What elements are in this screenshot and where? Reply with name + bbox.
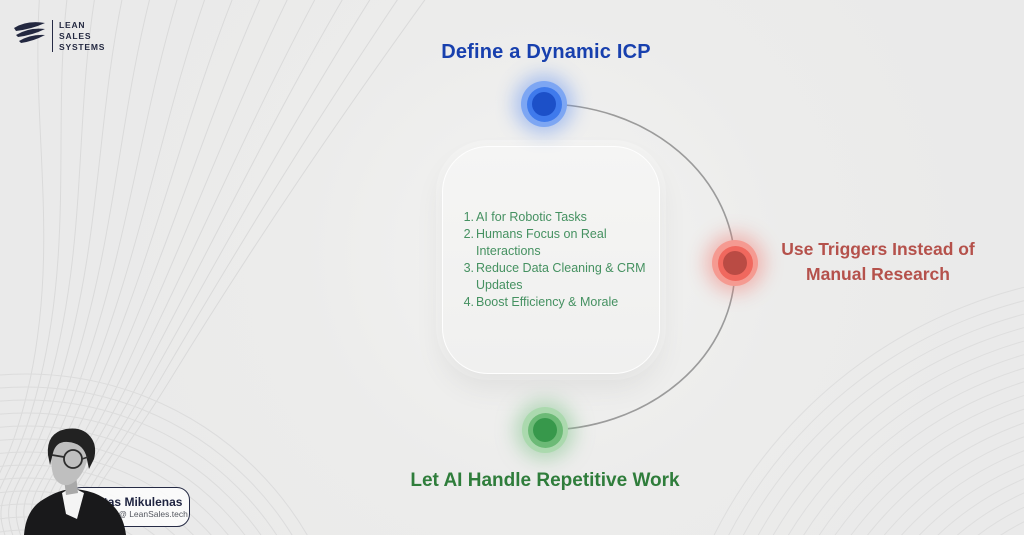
benefits-list: 1.AI for Robotic Tasks 2.Humans Focus on… — [443, 147, 659, 311]
logo-divider — [52, 20, 53, 52]
brand-line: SALES — [59, 31, 92, 41]
list-item: 3.Reduce Data Cleaning & CRM Updates — [459, 260, 649, 294]
list-item: 2.Humans Focus on Real Interactions — [459, 226, 649, 260]
list-item: 1.AI for Robotic Tasks — [459, 209, 649, 226]
list-item-text: Humans Focus on Real Interactions — [476, 227, 607, 258]
node-icp — [521, 81, 567, 127]
list-item-text: AI for Robotic Tasks — [476, 210, 587, 224]
node-triggers — [712, 240, 758, 286]
node-ai-core — [533, 418, 557, 442]
list-item-text: Reduce Data Cleaning & CRM Updates — [476, 261, 646, 292]
node-triggers-ring — [717, 245, 753, 281]
brand-text: LEAN SALES SYSTEMS — [59, 20, 105, 52]
list-item-text: Boost Efficiency & Morale — [476, 295, 619, 309]
list-item-number: 3. — [463, 261, 474, 275]
node-ai — [522, 407, 568, 453]
list-item: 4.Boost Efficiency & Morale — [459, 294, 649, 311]
benefits-card: 1.AI for Robotic Tasks 2.Humans Focus on… — [442, 146, 660, 374]
node-icp-ring — [526, 86, 562, 122]
wing-icon — [12, 21, 46, 52]
node-triggers-core — [723, 251, 747, 275]
brand-logo: LEAN SALES SYSTEMS — [12, 20, 105, 52]
step-title-ai: Let AI Handle Repetitive Work — [410, 470, 680, 491]
step-title-triggers: Use Triggers Instead of Manual Research — [781, 239, 975, 284]
step-title-icp: Define a Dynamic ICP — [441, 41, 651, 63]
list-item-number: 1. — [463, 210, 474, 224]
node-icp-core — [532, 92, 556, 116]
list-item-number: 4. — [463, 295, 474, 309]
list-item-number: 2. — [463, 227, 474, 241]
node-ai-ring — [527, 412, 563, 448]
author-title: Founder @ LeanSales.tech — [84, 508, 188, 519]
brand-line: LEAN — [59, 20, 86, 30]
author-name: Vytas Mikulenas — [89, 494, 183, 509]
author-photo — [24, 428, 126, 535]
brand-line: SYSTEMS — [59, 42, 106, 52]
